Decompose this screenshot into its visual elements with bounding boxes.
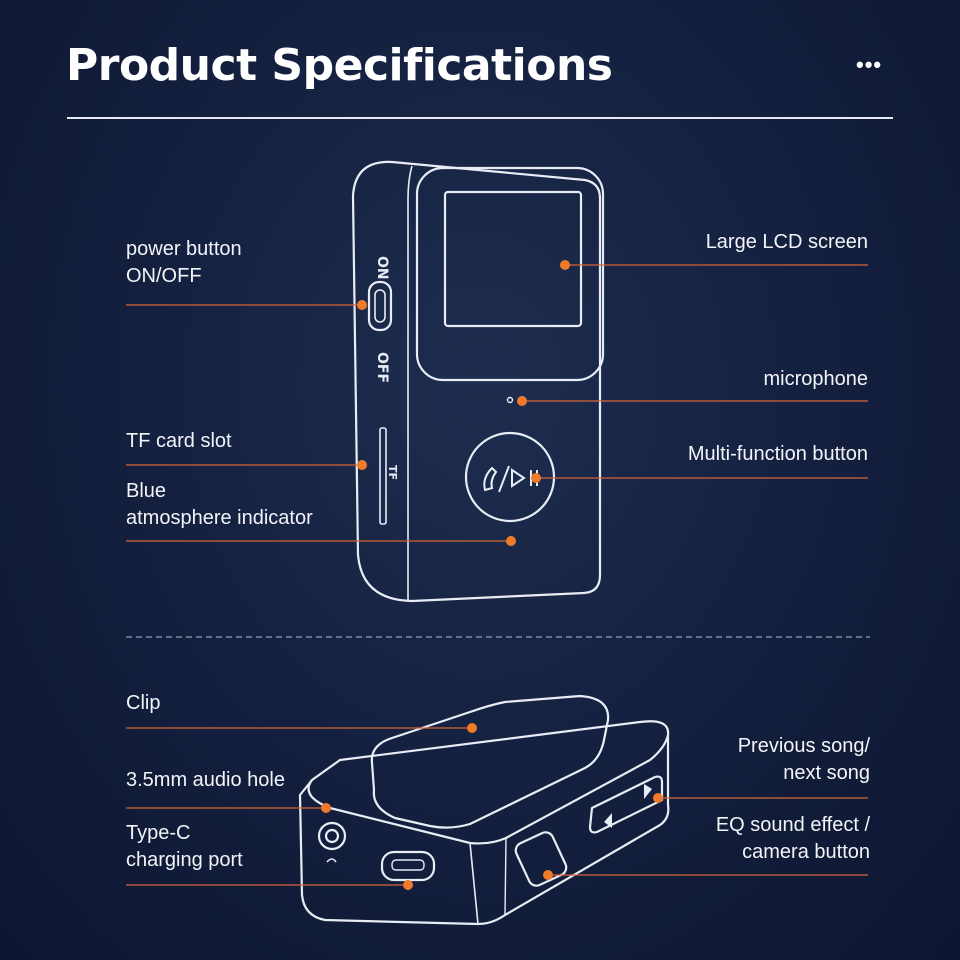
type-c-label: Type-C charging port (126, 820, 243, 874)
play-pause-icon (483, 465, 538, 493)
audio-label-line-1: 3.5mm audio hole (126, 769, 285, 791)
bottom-callout-dots (321, 723, 663, 890)
audio-hole-label: 3.5mm audio hole (126, 767, 285, 794)
device-angled-view (298, 694, 670, 926)
lcd-screen-label: Large LCD screen (706, 229, 868, 256)
top-callout-lines (126, 264, 868, 542)
off-label: OFF (374, 352, 390, 383)
eq-label-line-1: EQ sound effect / (715, 814, 870, 836)
page-title: Product Specifications (66, 40, 613, 91)
eq-camera-label: EQ sound effect / camera button (716, 812, 870, 866)
multi-function-label: Multi-function button (688, 441, 868, 468)
power-label-line-2: ON/OFF (126, 265, 202, 287)
clip-label-line-1: Clip (126, 692, 161, 714)
multi-label-line-1: Multi-function button (687, 443, 868, 465)
prevnext-label-line-2: next song (783, 762, 870, 784)
blue-indicator-label: Blue atmosphere indicator (126, 478, 313, 532)
tf-label-line-1: TF card slot (126, 430, 232, 452)
top-callout-dots (357, 260, 570, 546)
mic-label-line-1: microphone (763, 368, 868, 390)
prevnext-label-line-1: Previous song/ (737, 735, 870, 757)
device-front-view (351, 160, 605, 603)
power-button-label: power button ON/OFF (126, 236, 242, 290)
lcd-label-line-1: Large LCD screen (705, 231, 868, 253)
typec-label-line-1: Type-C (126, 822, 191, 844)
microphone-label: microphone (763, 366, 868, 393)
blue-label-line-2: atmosphere indicator (126, 507, 313, 529)
tf-card-slot-label: TF card slot (126, 428, 232, 455)
eq-label-line-2: camera button (742, 841, 870, 863)
blue-label-line-1: Blue (126, 480, 167, 502)
prev-next-icons (604, 784, 652, 828)
bottom-callout-lines (126, 727, 868, 886)
tf-label: TF (386, 465, 399, 480)
title-divider (67, 117, 893, 119)
power-label-line-1: power button (126, 238, 242, 260)
typec-label-line-2: charging port (126, 849, 243, 871)
prev-next-label: Previous song/ next song (738, 733, 870, 787)
clip-label: Clip (126, 690, 160, 717)
more-options-icon[interactable]: ••• (856, 52, 883, 77)
on-label: ON (374, 256, 390, 280)
